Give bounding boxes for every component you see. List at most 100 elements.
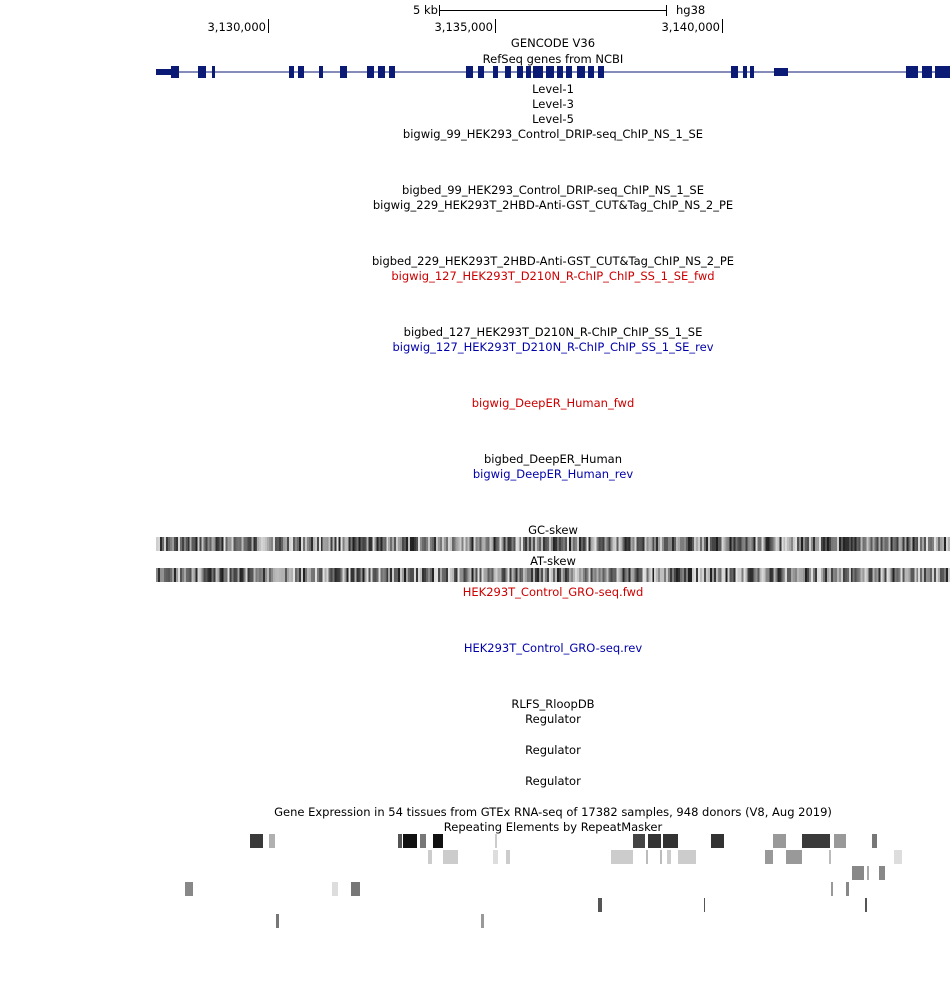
ruler-tick-label: 3,130,000	[207, 20, 266, 34]
rmsk-row-5	[598, 898, 867, 912]
ruler-tick	[268, 19, 269, 33]
exon	[557, 66, 563, 78]
track-label-bigbed-127[interactable]: bigbed_127_HEK293T_D210N_R-ChIP_ChIP_SS_…	[403, 325, 703, 339]
track-label-bigwig-127-fwd[interactable]: bigwig_127_HEK293T_D210N_R-ChIP_ChIP_SS_…	[391, 269, 715, 283]
repeat-element	[704, 898, 705, 912]
repeat-element	[646, 850, 648, 864]
repeat-element	[185, 882, 193, 896]
scale-bar-label: 5 kb	[413, 3, 438, 17]
exon	[731, 66, 738, 78]
repeat-element	[867, 866, 869, 880]
repeat-element	[879, 866, 885, 880]
track-label-bigbed-99[interactable]: bigbed_99_HEK293_Control_DRIP-seq_ChIP_N…	[402, 183, 704, 197]
track-label-bigwig-229[interactable]: bigwig_229_HEK293T_2HBD-Anti-GST_CUT&Tag…	[372, 198, 734, 212]
track-label-refseq[interactable]: RefSeq genes from NCBI	[482, 52, 624, 66]
exon-utr	[774, 68, 788, 76]
rmsk-row-3	[852, 866, 885, 880]
track-label-level-5[interactable]: Level-5	[532, 112, 574, 126]
repeat-element	[894, 850, 902, 864]
track-label-regulator-2[interactable]: Regulator	[525, 743, 581, 757]
repeat-element	[598, 898, 602, 912]
track-label-regulator-1[interactable]: Regulator	[525, 712, 581, 726]
exon	[526, 66, 531, 78]
ruler-tick	[495, 19, 496, 33]
repeat-element	[420, 834, 426, 848]
repeat-element	[506, 850, 510, 864]
exon	[367, 66, 374, 78]
track-label-at-skew[interactable]: AT-skew	[530, 554, 576, 568]
track-label-level-1[interactable]: Level-1	[532, 82, 574, 96]
exon	[298, 66, 304, 78]
ruler-tick-label: 3,135,000	[434, 20, 493, 34]
gene-model-track[interactable]	[0, 62, 950, 84]
exon	[945, 66, 950, 78]
track-label-bigwig-127-rev[interactable]: bigwig_127_HEK293T_D210N_R-ChIP_ChIP_SS_…	[392, 340, 714, 354]
repeat-element	[276, 914, 279, 928]
scale-bar-left-cap	[439, 5, 440, 16]
repeat-element	[481, 914, 484, 928]
track-label-bigbed-229[interactable]: bigbed_229_HEK293T_2HBD-Anti-GST_CUT&Tag…	[371, 254, 735, 268]
exon	[198, 66, 206, 78]
exon	[493, 66, 498, 78]
repeat-element	[660, 850, 662, 864]
track-label-deeper-bigbed[interactable]: bigbed_DeepER_Human	[483, 452, 622, 466]
exon	[478, 66, 484, 78]
repeat-element	[269, 834, 275, 848]
rmsk-row-2	[428, 850, 902, 864]
position-ruler[interactable]: 5 kb hg38 3,130,000 3,135,000 3,140,000	[0, 0, 950, 40]
repeat-element	[493, 850, 498, 864]
repeat-element	[711, 834, 724, 848]
exon	[743, 66, 747, 78]
exon	[340, 66, 347, 78]
gc-skew-heatmap[interactable]	[156, 537, 950, 551]
track-label-repeatmasker[interactable]: Repeating Elements by RepeatMasker	[443, 820, 663, 834]
at-skew-heatmap[interactable]	[156, 568, 950, 582]
exon	[598, 66, 604, 78]
exon	[466, 66, 473, 78]
exon	[588, 66, 594, 78]
rmsk-row-4	[185, 882, 849, 896]
repeat-element	[773, 834, 786, 848]
repeat-element	[250, 834, 263, 848]
track-label-gtex[interactable]: Gene Expression in 54 tissues from GTEx …	[274, 805, 832, 819]
rmsk-row-1	[250, 834, 877, 848]
scale-bar-right-cap	[666, 5, 667, 16]
repeat-element	[403, 834, 417, 848]
exon	[505, 66, 511, 78]
repeat-element	[443, 850, 458, 864]
track-label-bigwig-99[interactable]: bigwig_99_HEK293_Control_DRIP-seq_ChIP_N…	[402, 127, 704, 141]
repeat-element	[829, 850, 831, 864]
exon	[319, 66, 323, 78]
track-label-regulator-3[interactable]: Regulator	[525, 774, 581, 788]
track-label-deeper-fwd[interactable]: bigwig_DeepER_Human_fwd	[471, 396, 635, 410]
repeat-element	[667, 850, 671, 864]
track-label-deeper-rev[interactable]: bigwig_DeepER_Human_rev	[472, 467, 634, 481]
rmsk-row-6	[276, 914, 484, 928]
repeat-element	[332, 882, 338, 896]
exon	[566, 66, 572, 78]
track-label-gro-seq-fwd[interactable]: HEK293T_Control_GRO-seq.fwd	[462, 585, 644, 599]
repeat-element	[765, 850, 773, 864]
repeat-element	[831, 882, 833, 896]
scale-bar-line	[439, 10, 667, 11]
exon	[212, 66, 215, 78]
repeat-element	[802, 834, 830, 848]
exon	[389, 66, 395, 78]
repeat-element	[786, 850, 802, 864]
assembly-label: hg38	[676, 3, 706, 17]
repeat-element	[648, 834, 661, 848]
track-label-rlfs[interactable]: RLFS_RloopDB	[511, 697, 595, 711]
exon	[935, 66, 945, 78]
track-label-gc-skew[interactable]: GC-skew	[528, 523, 578, 537]
track-label-level-3[interactable]: Level-3	[532, 97, 574, 111]
repeat-element	[433, 834, 443, 848]
repeatmasker-track[interactable]	[0, 832, 950, 942]
track-label-gencode[interactable]: GENCODE V36	[510, 36, 596, 50]
repeat-element	[846, 882, 849, 896]
repeat-element	[678, 850, 696, 864]
repeat-element	[633, 834, 645, 848]
exon-utr	[156, 69, 171, 75]
exon	[922, 66, 932, 78]
track-label-gro-seq-rev[interactable]: HEK293T_Control_GRO-seq.rev	[463, 641, 643, 655]
exon	[517, 66, 523, 78]
